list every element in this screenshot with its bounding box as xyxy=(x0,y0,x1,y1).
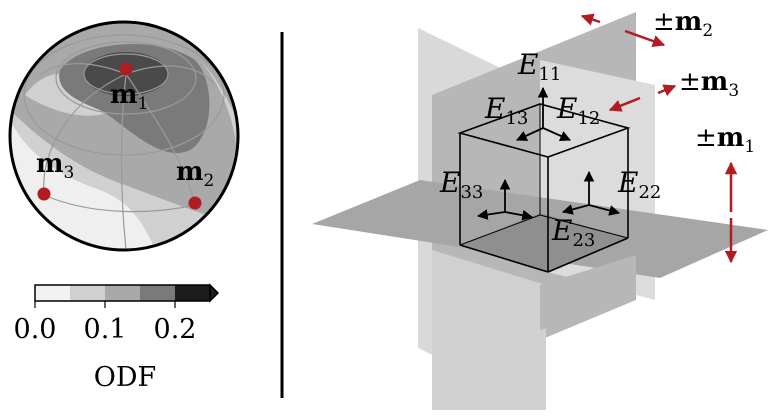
colorbar-level-3 xyxy=(140,285,175,301)
strain-label-e11: E11 xyxy=(517,48,561,85)
colorbar-level-4 xyxy=(175,285,210,301)
strain-label-e22: E22 xyxy=(617,166,661,203)
strain-label-e12: E12 xyxy=(556,92,600,129)
colorbar-level-2 xyxy=(105,285,140,301)
m1-point xyxy=(119,62,133,76)
mode-label-m3: ±m3 xyxy=(679,67,739,101)
colorbar-tick-1: 0.1 xyxy=(84,314,127,345)
m2-point xyxy=(188,196,202,210)
vertical-plane-lower xyxy=(432,250,546,410)
colorbar-extend-arrow xyxy=(209,283,220,303)
colorbar-label: ODF xyxy=(94,362,157,393)
colorbar-frame xyxy=(34,284,211,302)
sphere-outline xyxy=(8,20,240,252)
m3-arrow-left xyxy=(608,96,641,112)
mode-label-m2: ±m2 xyxy=(653,7,713,41)
m2-arrow-left xyxy=(580,13,601,26)
colorbar-level-0 xyxy=(35,285,70,301)
strain-label-e33: E33 xyxy=(439,166,483,203)
odf-band-right-light xyxy=(200,60,238,170)
strain-label-e13: E13 xyxy=(484,92,528,129)
mode-arrows xyxy=(580,13,738,264)
colorbar-tick-0: 0.0 xyxy=(14,314,57,345)
odf-sphere: m1 m2 m3 xyxy=(8,20,240,252)
m1-label: m1 xyxy=(110,80,148,114)
m3-arrow-right xyxy=(657,84,677,97)
colorbar-tick-2: 0.2 xyxy=(154,314,197,345)
colorbar: 0.0 0.1 0.2 ODF xyxy=(14,283,220,393)
vertical-plane-lower-right xyxy=(540,255,636,330)
colorbar-level-1 xyxy=(70,285,105,301)
m2-arrow-right xyxy=(624,29,666,48)
m3-point xyxy=(37,187,51,201)
mode-label-m1: ±m1 xyxy=(695,123,755,157)
cube-diagram: E11 E13 E12 E33 E22 E23 xyxy=(312,12,768,410)
strain-label-e23: E23 xyxy=(551,214,595,251)
m2-label: m2 xyxy=(176,157,214,191)
m3-label: m3 xyxy=(36,149,74,183)
